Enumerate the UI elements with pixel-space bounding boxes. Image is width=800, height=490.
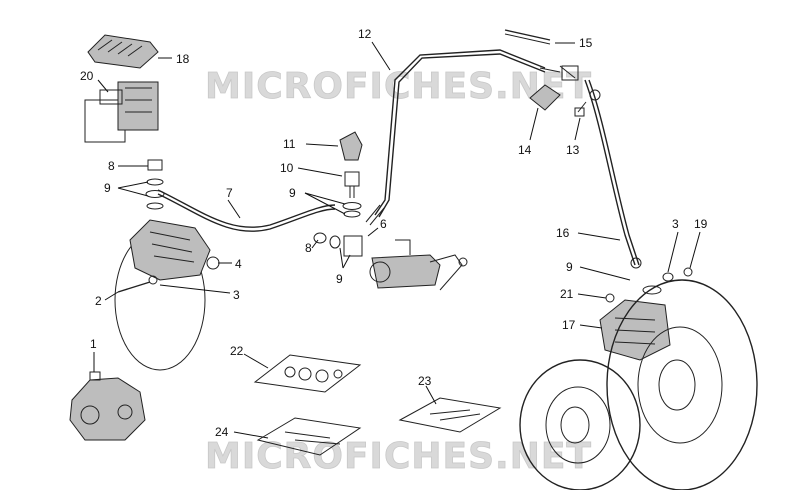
callout-17: 17 [562, 318, 576, 332]
callout-24: 24 [215, 425, 229, 439]
junction-fitting [313, 202, 385, 257]
protective-sleeve [529, 84, 561, 111]
callout-15: 15 [579, 36, 593, 50]
callout-21: 21 [560, 287, 574, 301]
switch-cap [339, 131, 363, 161]
callout-22: 22 [230, 344, 244, 358]
callout-9-lower: 9 [336, 272, 343, 286]
callout-7: 7 [226, 186, 233, 200]
front-left-caliper [129, 219, 220, 281]
callout-8-left: 8 [108, 159, 115, 173]
callout-4: 4 [235, 257, 242, 271]
callout-3-right: 3 [672, 217, 679, 231]
stop-light-switch [344, 171, 360, 198]
callout-2: 2 [95, 294, 102, 308]
cable-tie [504, 29, 551, 45]
leader-lines [93, 41, 701, 439]
watermark-bottom: MICROFICHES.NET [205, 436, 592, 477]
callout-14: 14 [518, 143, 532, 157]
callout-19: 19 [694, 217, 708, 231]
callout-9-left: 9 [104, 181, 111, 195]
callout-9-right: 9 [566, 260, 573, 274]
seal-kit [253, 354, 362, 393]
callout-13: 13 [566, 143, 580, 157]
rear-disc [606, 279, 758, 490]
callout-11: 11 [283, 137, 296, 151]
caliper-bolt-left [117, 275, 158, 293]
callout-23: 23 [418, 374, 432, 388]
callout-12: 12 [358, 27, 372, 41]
brake-pads [84, 81, 159, 143]
callout-3-left: 3 [233, 288, 240, 302]
callout-8-mid: 8 [305, 241, 312, 255]
callout-9-mid: 9 [289, 186, 296, 200]
callout-1: 1 [90, 337, 97, 351]
callout-18: 18 [176, 52, 190, 66]
callout-20: 20 [80, 69, 94, 83]
callout-6: 6 [380, 217, 387, 231]
callout-16: 16 [556, 226, 570, 240]
rear-caliper [599, 257, 693, 361]
banjo-bolt-left [145, 159, 165, 210]
repair-kit [398, 397, 502, 433]
callout-labels: 18 20 8 9 7 4 2 3 1 11 10 9 8 9 6 12 15 … [80, 27, 708, 439]
master-cylinder [369, 239, 468, 291]
gasket-kit [256, 417, 362, 456]
pad-spring-clip [87, 34, 159, 69]
second-disc [519, 359, 641, 490]
brake-line-long [374, 49, 546, 218]
brake-hose-left [157, 189, 336, 232]
callout-10: 10 [280, 161, 294, 175]
brake-caliper-complete [69, 371, 146, 441]
brake-hose-rear [584, 79, 640, 266]
